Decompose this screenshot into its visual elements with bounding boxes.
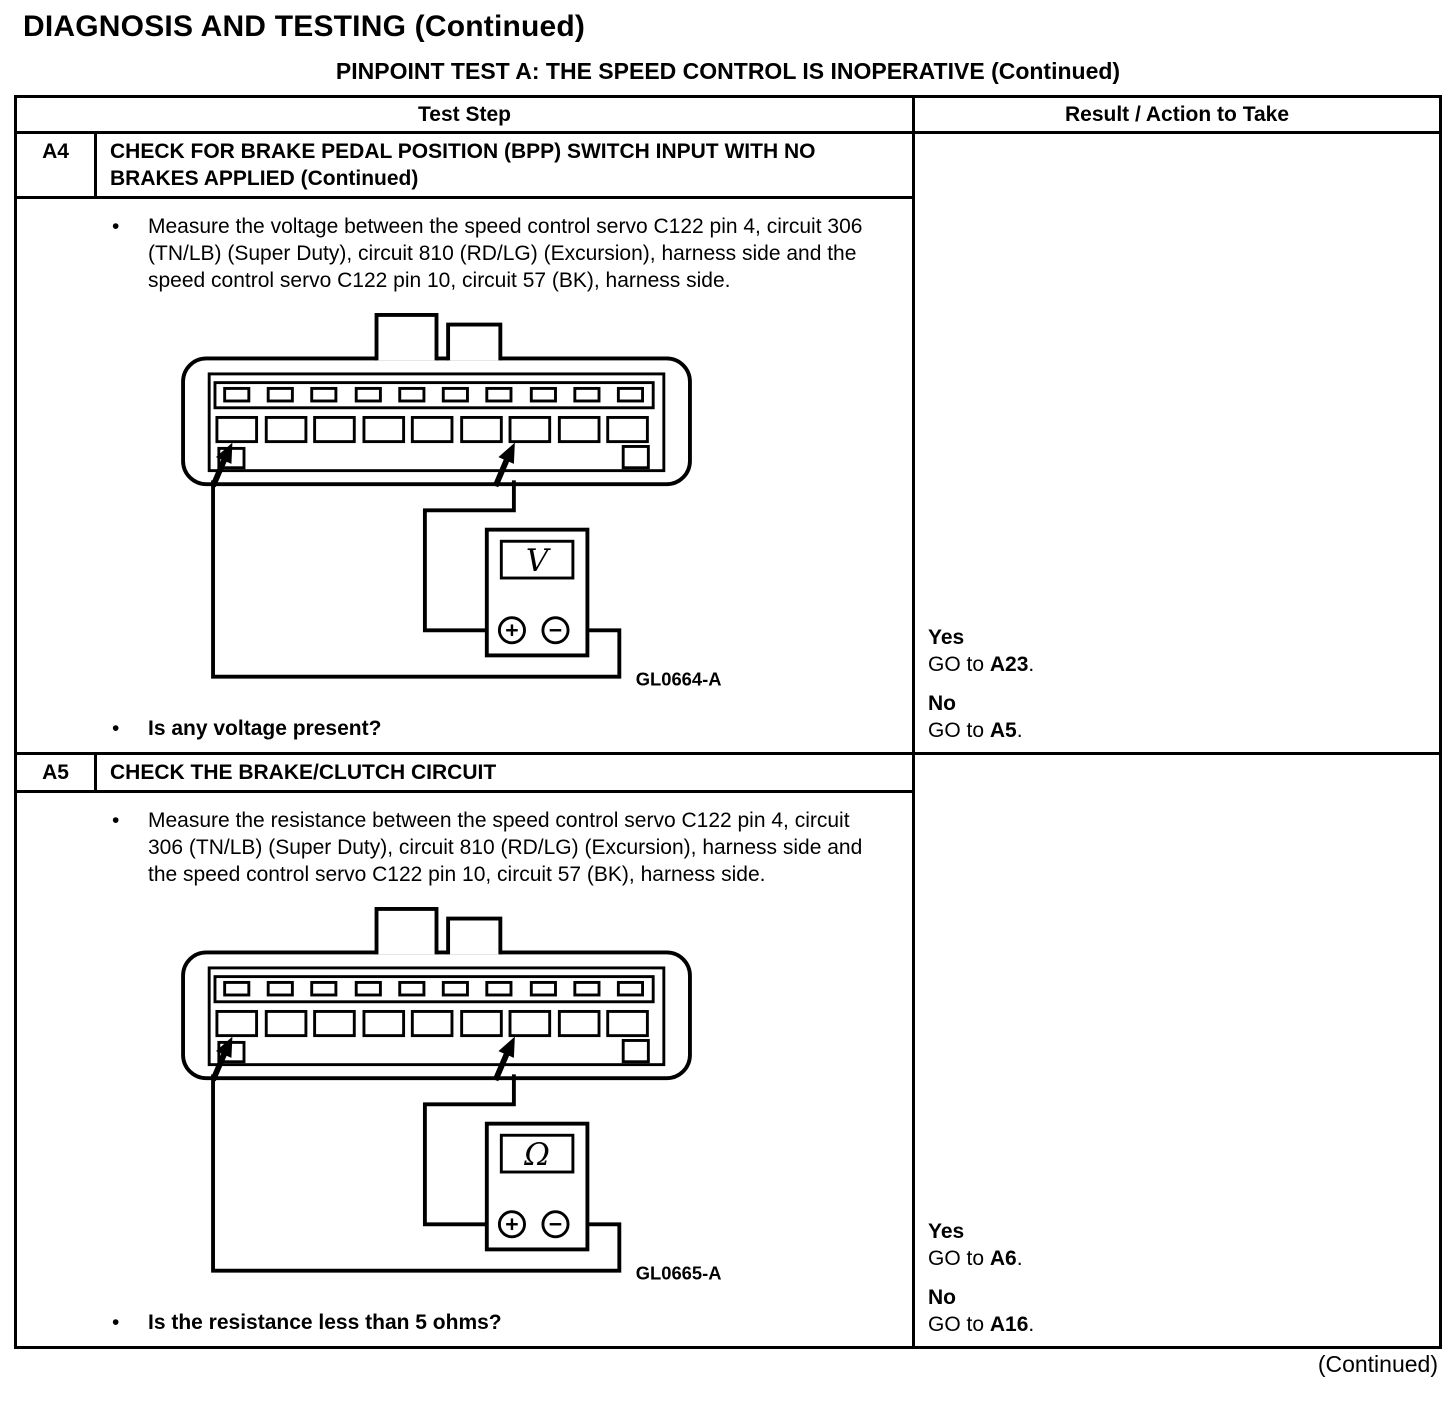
pin-row-top [223, 386, 644, 403]
question-text: Is any voltage present? [148, 717, 382, 740]
action-target: A5 [989, 719, 1017, 742]
voltmeter-connection-figure: V GL0664-A [181, 312, 912, 703]
result-no: No GO to A5. [928, 690, 1429, 744]
question-item: • Is the resistance less than 5 ohms? [17, 1309, 912, 1336]
connector-meter-diagram: Ω GL0665-A [181, 906, 722, 1283]
action-suffix: . [1016, 1247, 1023, 1270]
column-header-result-action: Result / Action to Take [912, 98, 1439, 131]
action-prefix: GO to [928, 719, 990, 742]
instruction-item: • Measure the resistance between the spe… [17, 807, 912, 888]
result-action: GO to A6. [928, 1245, 1429, 1272]
result-action: GO to A5. [928, 717, 1429, 744]
action-prefix: GO to [928, 1247, 990, 1270]
test-step-cell: A4 CHECK FOR BRAKE PEDAL POSITION (BPP) … [17, 134, 912, 752]
action-target: A6 [989, 1247, 1017, 1270]
result-answer: No [928, 692, 956, 715]
pin-row-top [223, 980, 644, 997]
instruction-text: Measure the voltage between the speed co… [148, 215, 863, 292]
ohmmeter-icon: Ω [484, 1121, 590, 1252]
pin-row-middle [215, 415, 649, 444]
question-item: • Is any voltage present? [17, 715, 912, 742]
pinpoint-test-title: PINPOINT TEST A: THE SPEED CONTROL IS IN… [335, 58, 1121, 84]
meter-symbol: V [526, 543, 551, 579]
result-action: GO to A23. [928, 651, 1429, 678]
instruction-item: • Measure the voltage between the speed … [17, 213, 912, 294]
service-manual-page: DIAGNOSIS AND TESTING (Continued) PINPOI… [14, 10, 1442, 1377]
step-id: A5 [17, 755, 97, 790]
action-target: A23 [989, 653, 1029, 676]
test-step-cell: A5 CHECK THE BRAKE/CLUTCH CIRCUIT • Meas… [17, 755, 912, 1346]
result-action-cell: Yes GO to A6. No GO to A16. [912, 755, 1439, 1346]
step-body: • Measure the resistance between the spe… [17, 793, 912, 1346]
meter-leads [211, 1074, 622, 1273]
action-suffix: . [1016, 719, 1023, 742]
figure-label: GL0665-A [636, 1262, 722, 1283]
connector-icon [181, 906, 692, 1081]
question-text: Is the resistance less than 5 ohms? [148, 1311, 502, 1334]
bullet-icon: • [112, 215, 120, 238]
meter-leads [211, 480, 622, 679]
bullet-icon: • [112, 809, 120, 832]
step-title: CHECK FOR BRAKE PEDAL POSITION (BPP) SWI… [110, 140, 816, 190]
result-answer: Yes [928, 626, 965, 649]
step-header: A5 CHECK THE BRAKE/CLUTCH CIRCUIT [17, 755, 912, 793]
result-yes: Yes GO to A6. [928, 1218, 1429, 1272]
connector-meter-diagram: V GL0664-A [181, 312, 722, 689]
test-step-a4: A4 CHECK FOR BRAKE PEDAL POSITION (BPP) … [17, 134, 1439, 755]
connector-icon [181, 312, 692, 487]
pin-row-middle [215, 1009, 649, 1038]
result-answer: Yes [928, 1220, 965, 1243]
bullet-icon: • [112, 717, 120, 740]
continued-note: (Continued) [1317, 1351, 1438, 1377]
page-title: DIAGNOSIS AND TESTING (Continued) [23, 10, 586, 43]
result-action-cell: Yes GO to A23. No GO to A5. [912, 134, 1439, 752]
action-suffix: . [1028, 1313, 1035, 1336]
step-title: CHECK THE BRAKE/CLUTCH CIRCUIT [110, 761, 497, 784]
meter-symbol: Ω [523, 1137, 550, 1173]
table-header-row: Test Step Result / Action to Take [17, 98, 1439, 134]
test-step-a5: A5 CHECK THE BRAKE/CLUTCH CIRCUIT • Meas… [17, 755, 1439, 1346]
result-action: GO to A16. [928, 1311, 1429, 1338]
action-prefix: GO to [928, 1313, 990, 1336]
action-prefix: GO to [928, 653, 990, 676]
action-suffix: . [1028, 653, 1035, 676]
column-header-test-step: Test Step [418, 103, 511, 126]
instruction-text: Measure the resistance between the speed… [148, 809, 863, 886]
step-body: • Measure the voltage between the speed … [17, 199, 912, 752]
result-answer: No [928, 1286, 956, 1309]
pinpoint-test-table: Test Step Result / Action to Take A4 CHE… [14, 95, 1442, 1349]
result-no: No GO to A16. [928, 1284, 1429, 1338]
step-id: A4 [17, 134, 97, 196]
step-header: A4 CHECK FOR BRAKE PEDAL POSITION (BPP) … [17, 134, 912, 199]
result-yes: Yes GO to A23. [928, 624, 1429, 678]
voltmeter-icon: V [484, 527, 590, 658]
ohmmeter-connection-figure: Ω GL0665-A [181, 906, 912, 1297]
action-target: A16 [989, 1313, 1029, 1336]
figure-label: GL0664-A [636, 668, 722, 689]
bullet-icon: • [112, 1311, 120, 1334]
